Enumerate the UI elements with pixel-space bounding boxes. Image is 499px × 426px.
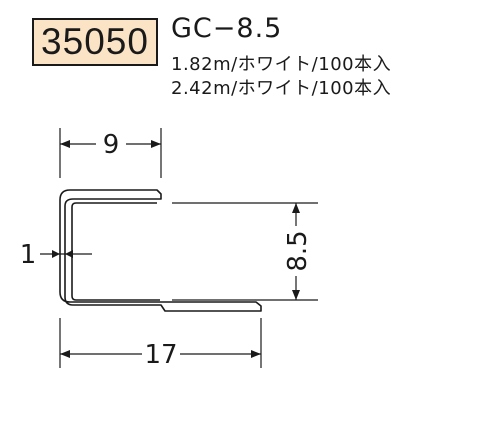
dimension-height — [172, 202, 318, 301]
product-code-badge: 35050 — [32, 18, 158, 66]
dimension-top-width-label: 9 — [103, 130, 120, 160]
model-name: GC−8.5 — [171, 13, 283, 44]
dimension-thickness-label: 1 — [20, 240, 37, 270]
dimension-height-label: 8.5 — [283, 230, 313, 271]
variant-line-2: 2.42m/ホワイト/100本入 — [171, 78, 392, 99]
product-code: 35050 — [41, 21, 149, 62]
dimension-thickness — [40, 250, 92, 258]
dimension-overall-width — [59, 318, 262, 368]
dimension-overall-width-label: 17 — [144, 340, 177, 370]
profile-outline — [59, 189, 262, 312]
variant-line-1: 1.82m/ホワイト/100本入 — [171, 54, 392, 75]
dimension-top-width — [59, 128, 162, 178]
